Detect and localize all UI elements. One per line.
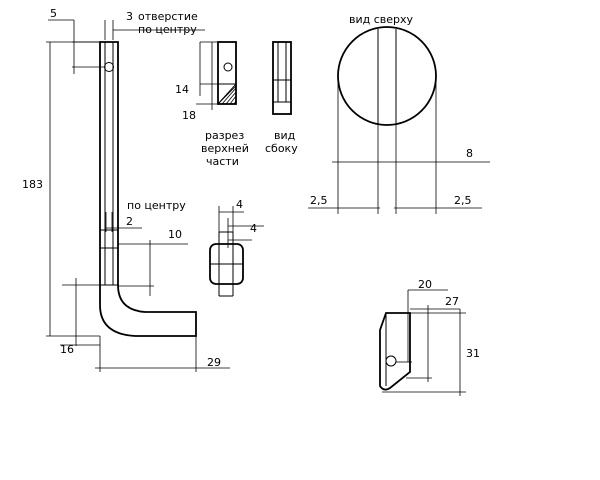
dim-2 bbox=[105, 212, 142, 232]
dim-31-label: 31 bbox=[466, 347, 480, 360]
section-view bbox=[196, 41, 237, 110]
dim-14-label: 14 bbox=[175, 83, 189, 96]
hole-label-line1: отверстие bbox=[138, 10, 198, 23]
top-view-disc bbox=[337, 26, 437, 126]
dim-16 bbox=[60, 278, 100, 346]
blade-detail bbox=[379, 289, 466, 396]
top-view bbox=[308, 26, 490, 214]
top-view-label: вид сверху bbox=[349, 13, 414, 26]
dim-3-label: 3 bbox=[126, 10, 133, 23]
dim-10 bbox=[118, 240, 188, 296]
dim-183 bbox=[46, 41, 100, 337]
dim-5 bbox=[48, 19, 104, 74]
blade-hole bbox=[385, 355, 397, 367]
section-label-line1: разрез bbox=[205, 129, 244, 142]
small-detail bbox=[209, 206, 264, 297]
side-label-line1: вид bbox=[274, 129, 296, 142]
dim-8-label: 8 bbox=[466, 147, 473, 160]
dim-2-5-right-label: 2,5 bbox=[454, 194, 472, 207]
dim-29 bbox=[95, 336, 230, 372]
dim-20-label: 20 bbox=[418, 278, 432, 291]
section-label-line3: части bbox=[206, 155, 239, 168]
dim-2-label: 2 bbox=[126, 215, 133, 228]
dim-10-label: 10 bbox=[168, 228, 182, 241]
dim-27-label: 27 bbox=[445, 295, 459, 308]
dim-3 bbox=[104, 20, 205, 40]
blade-outline bbox=[379, 312, 411, 391]
side-view bbox=[272, 41, 292, 115]
hole-label-line2: по центру bbox=[138, 23, 197, 36]
dim-183-label: 183 bbox=[22, 178, 43, 191]
side-label-line2: сбоку bbox=[265, 142, 298, 155]
dim-18-label: 18 bbox=[182, 109, 196, 122]
center-label: по центру bbox=[127, 199, 186, 212]
section-label-line2: верхней bbox=[201, 142, 249, 155]
dim-4b-label: 4 bbox=[250, 222, 257, 235]
dim-4a-label: 4 bbox=[236, 198, 243, 211]
dim-5-label: 5 bbox=[50, 7, 57, 20]
dim-29-label: 29 bbox=[207, 356, 221, 369]
main-l-part bbox=[99, 41, 197, 337]
dim-2-5-left-label: 2,5 bbox=[310, 194, 328, 207]
dim-16-label: 16 bbox=[60, 343, 74, 356]
section-hole bbox=[223, 62, 233, 72]
